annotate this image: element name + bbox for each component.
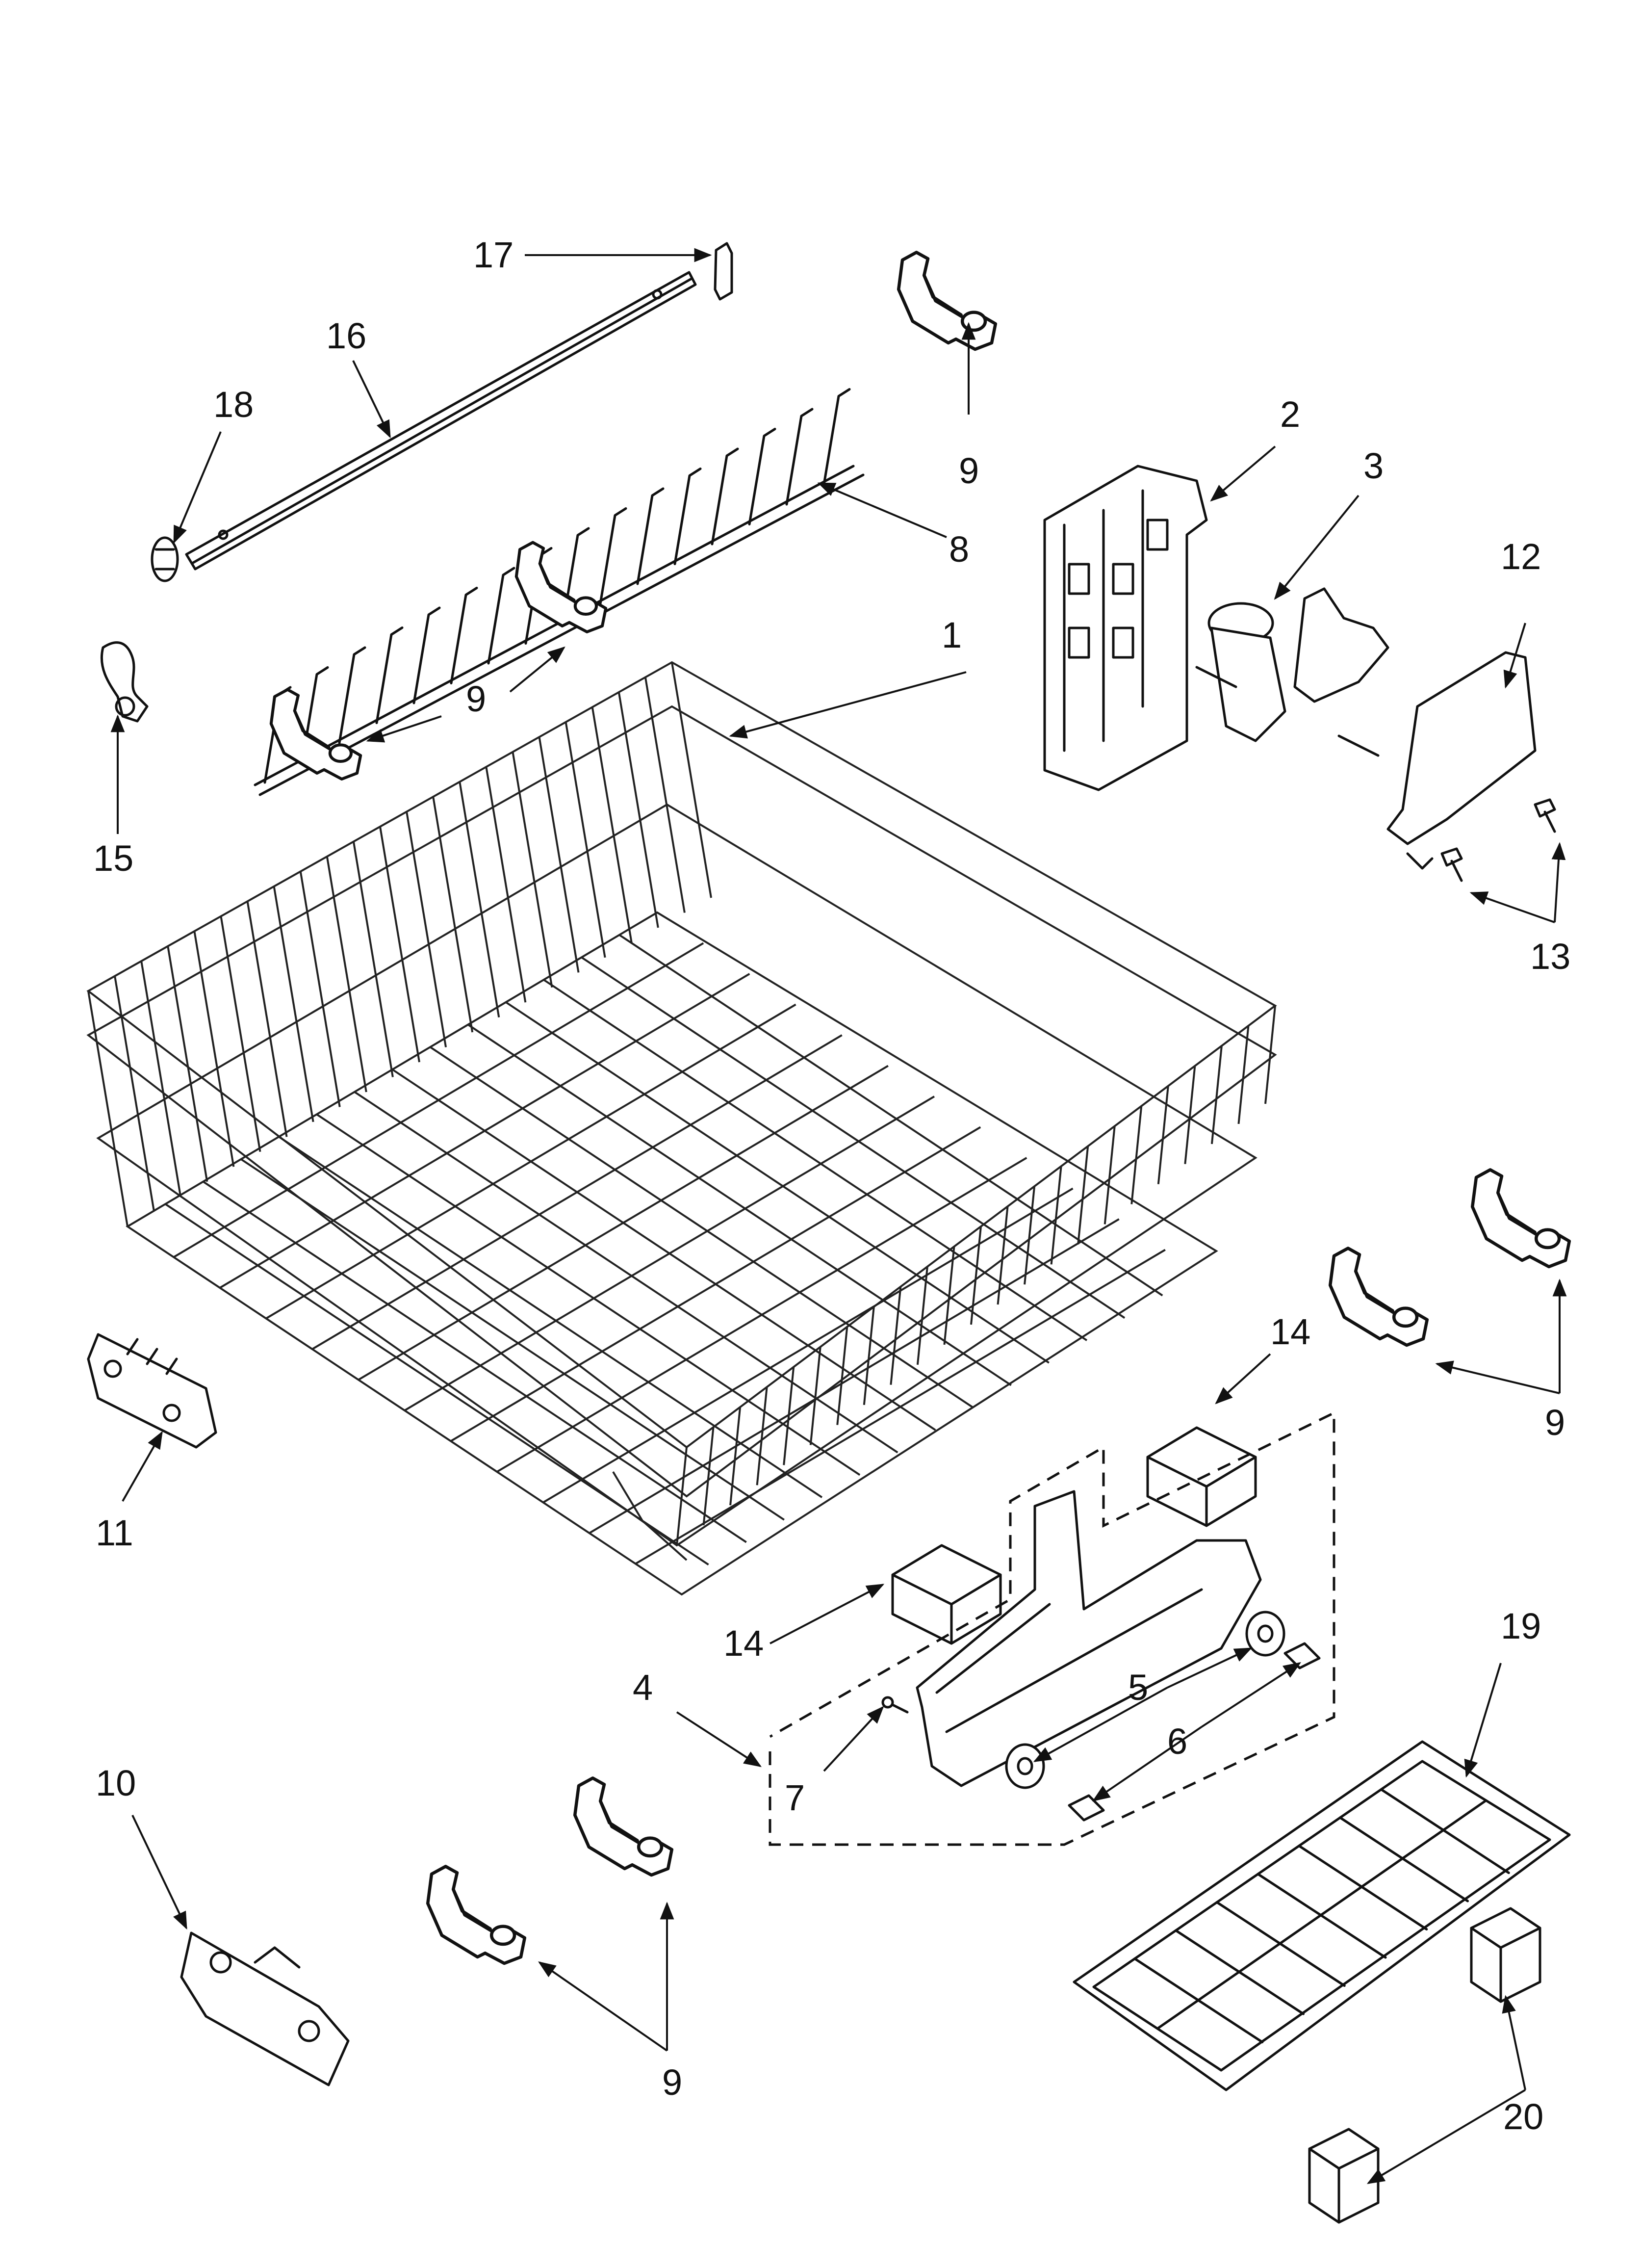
dishrack-1 (86, 661, 1277, 1596)
pin-7 (881, 1696, 909, 1714)
callout-2: 2 (1280, 394, 1300, 435)
callouts: 17 16 18 9 2 3 12 8 1 9 15 13 14 9 11 19… (93, 235, 1570, 2137)
callout-9-bottom: 9 (662, 2062, 682, 2103)
rail-16 (185, 271, 697, 571)
bracket-11 (87, 1333, 217, 1449)
cover-plate-12 (1386, 651, 1537, 870)
callout-7: 7 (785, 1777, 805, 1818)
callout-18: 18 (213, 384, 254, 425)
adjuster-housing-2 (1043, 465, 1208, 791)
callout-14-lower: 14 (723, 1623, 764, 1664)
clip-14-lower (891, 1544, 1002, 1645)
track-assembly-4 (769, 1410, 1335, 1846)
callout-15: 15 (93, 838, 133, 879)
tray-19 (1073, 1740, 1571, 2091)
callout-12: 12 (1501, 536, 1541, 577)
leader-lines (110, 248, 1567, 2184)
callout-5: 5 (1128, 1667, 1148, 1708)
callout-9-rack: 9 (466, 678, 486, 719)
callout-16: 16 (326, 315, 366, 356)
clip-20-right (1470, 1907, 1541, 2003)
clip-20-left (1308, 2128, 1380, 2224)
callout-11: 11 (96, 1512, 133, 1553)
axle-6 (1068, 1642, 1321, 1822)
clip-9-right-a (1472, 1170, 1569, 1267)
bracket-10 (180, 1931, 350, 2086)
lever-3 (1195, 587, 1389, 757)
clip-9-top (898, 252, 996, 349)
callout-9-right: 9 (1545, 1402, 1565, 1443)
callout-1: 1 (942, 615, 962, 655)
callout-14-upper: 14 (1270, 1311, 1310, 1352)
callout-17: 17 (473, 235, 513, 275)
clip-15 (100, 641, 149, 723)
callout-13: 13 (1530, 936, 1570, 977)
roller-5 (1005, 1611, 1285, 1789)
callout-8: 8 (949, 529, 969, 570)
stopper-18 (151, 536, 179, 582)
clip-9-bottom-b (428, 1866, 525, 1963)
callout-19: 19 (1501, 1606, 1541, 1646)
callout-4: 4 (633, 1667, 653, 1708)
end-cap-17 (714, 242, 733, 301)
callout-6: 6 (1167, 1721, 1187, 1762)
callout-3: 3 (1363, 445, 1384, 486)
callout-9-top: 9 (959, 450, 979, 491)
clip-9-bottom-a (575, 1778, 672, 1875)
clip-9-right-b (1330, 1248, 1427, 1345)
screws-13 (1440, 798, 1556, 882)
callout-20: 20 (1503, 2096, 1543, 2137)
callout-10: 10 (96, 1763, 136, 1803)
